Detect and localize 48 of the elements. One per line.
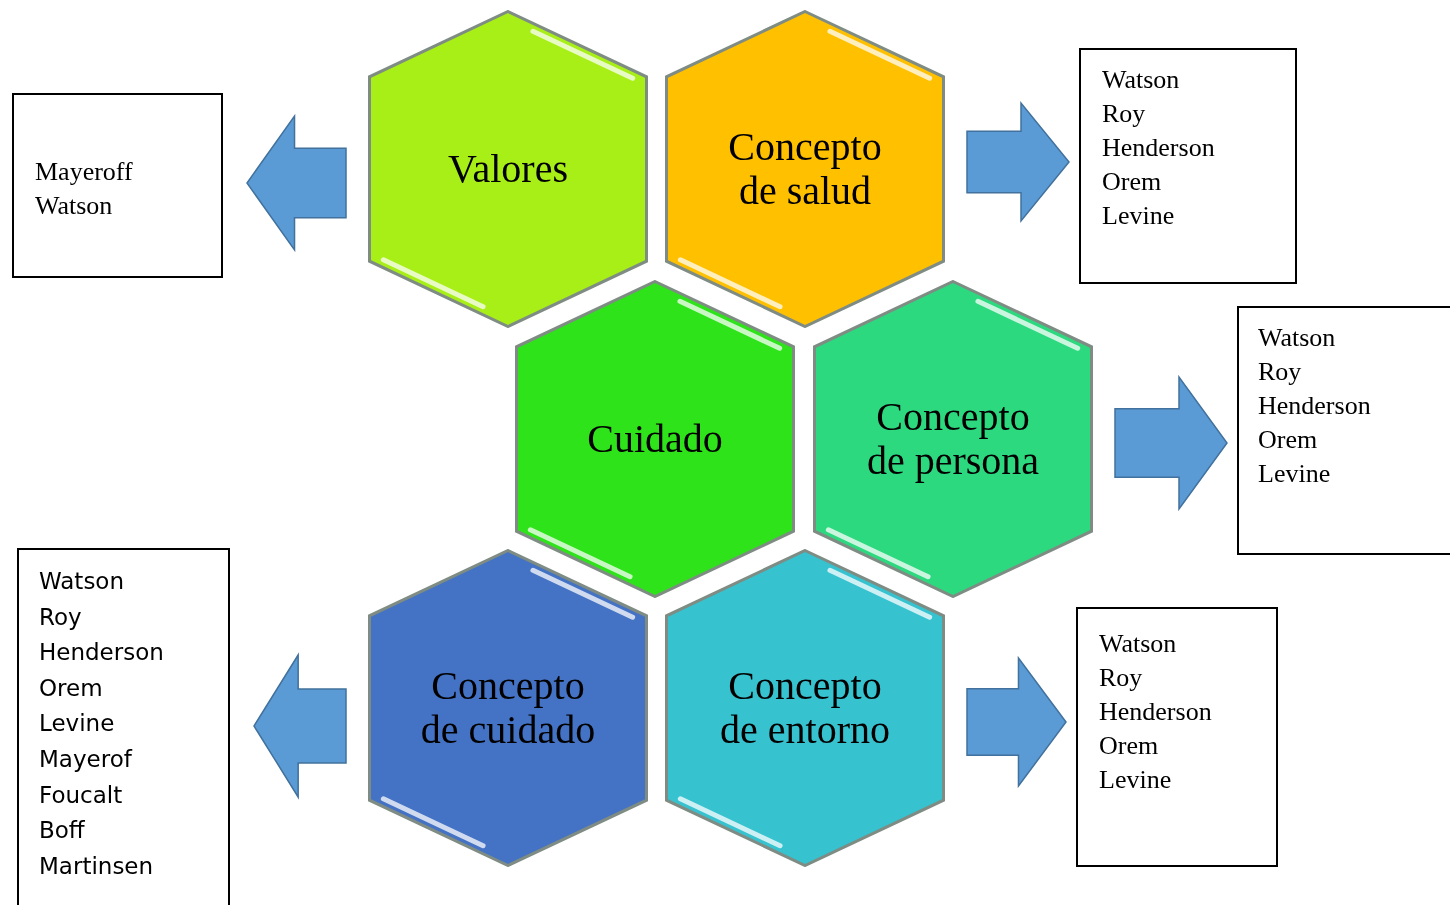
author-name: Roy [1258, 356, 1302, 388]
text-box [1076, 607, 1278, 867]
author-name: Foucalt [39, 780, 123, 810]
author-name: Henderson [1102, 132, 1215, 164]
hexagon [368, 549, 648, 867]
author-name: Levine [1102, 200, 1175, 232]
hexagon-label: Concepto de entorno [719, 664, 891, 752]
author-name: Mayeroff [35, 156, 133, 188]
author-name: Watson [1099, 628, 1177, 660]
text-box [1237, 306, 1450, 555]
hexagon [515, 280, 795, 598]
author-name: Henderson [39, 638, 164, 668]
author-name: Boff [39, 816, 85, 846]
hexagon-label: Concepto de cuidado [419, 664, 597, 752]
block-arrow [253, 652, 347, 800]
author-name: Watson [1258, 322, 1336, 354]
author-name: Henderson [1258, 390, 1371, 422]
author-name: Levine [1258, 458, 1331, 490]
text-box [17, 548, 230, 905]
block-arrow [966, 100, 1070, 224]
author-name: Mayerof [39, 744, 132, 774]
author-name: Martinsen [39, 851, 154, 881]
author-name: Orem [1102, 166, 1162, 198]
hexagon [665, 549, 945, 867]
hexagon-label: Concepto de persona [865, 395, 1041, 483]
author-name: Watson [39, 567, 124, 596]
author-name: Orem [1258, 424, 1318, 456]
hexagon [368, 10, 648, 328]
text-box [1079, 48, 1297, 284]
hexagon-label: Concepto de salud [727, 125, 883, 213]
author-name: Roy [1102, 98, 1146, 130]
author-name: Roy [1099, 662, 1143, 694]
author-name: Levine [39, 709, 115, 739]
author-name: Levine [1099, 764, 1172, 796]
author-name: Watson [1102, 64, 1180, 96]
author-name: Roy [39, 602, 82, 632]
hexagon-label: Cuidado [586, 417, 724, 461]
author-name: Watson [35, 190, 113, 222]
block-arrow [1114, 374, 1228, 512]
hexagon [813, 280, 1093, 598]
hexagon [665, 10, 945, 328]
text-box [12, 93, 223, 278]
author-name: Henderson [1099, 696, 1212, 728]
author-name: Orem [39, 673, 103, 703]
author-name: Orem [1099, 730, 1159, 762]
hexagon-label: Valores [447, 147, 569, 191]
block-arrow [246, 113, 347, 253]
block-arrow [966, 655, 1067, 789]
